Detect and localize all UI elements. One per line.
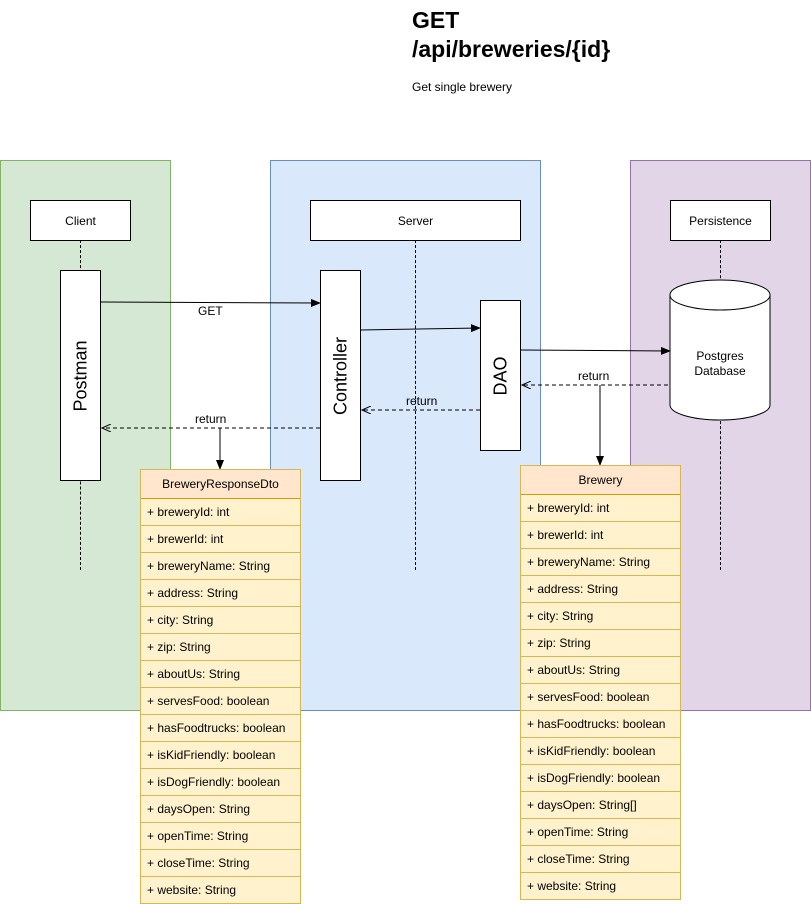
diagram-subtitle: Get single brewery bbox=[412, 80, 513, 94]
brewery-header: Brewery bbox=[521, 466, 680, 495]
dto-field-row: + breweryName: String bbox=[141, 553, 300, 580]
brewery-field-row: + openTime: String bbox=[521, 819, 680, 846]
brewery-class[interactable]: Brewery + breweryId: int+ brewerId: int+… bbox=[520, 465, 681, 900]
dto-field-row: + closeTime: String bbox=[141, 850, 300, 877]
dto-field-row: + website: String bbox=[147, 883, 237, 897]
brewery-response-dto-fields: + breweryId: int+ brewerId: int+ brewery… bbox=[141, 499, 300, 903]
get-label: GET bbox=[198, 304, 223, 318]
dto-field-row: + servesFood: boolean bbox=[141, 688, 300, 715]
brewery-response-dto-class[interactable]: BreweryResponseDto + breweryId: int+ bre… bbox=[140, 469, 301, 904]
title-method: GET bbox=[412, 7, 460, 33]
client-header[interactable]: Client bbox=[30, 200, 131, 241]
brewery-field-row: + hasFoodtrucks: boolean bbox=[521, 711, 680, 738]
dao-label: DAO bbox=[490, 355, 510, 396]
dto-field-row: + aboutUs: String bbox=[141, 661, 300, 688]
dto-field-row: + isDogFriendly: boolean bbox=[141, 769, 300, 796]
persistence-lifeline bbox=[720, 240, 721, 570]
brewery-field-row: + breweryName: String bbox=[521, 549, 680, 576]
dao-box[interactable]: DAO bbox=[480, 300, 521, 451]
brewery-field-row: + city: String bbox=[521, 603, 680, 630]
diagram-title: GET /api/breweries/{id} bbox=[412, 6, 792, 64]
brewery-field-row: + daysOpen: String[] bbox=[521, 792, 680, 819]
server-header[interactable]: Server bbox=[310, 200, 521, 241]
dto-field-row: + city: String bbox=[141, 607, 300, 634]
dto-field-row: + hasFoodtrucks: boolean bbox=[141, 715, 300, 742]
postman-label: Postman bbox=[70, 339, 90, 412]
brewery-field-row: + aboutUs: String bbox=[521, 657, 680, 684]
brewery-field-row: + closeTime: String bbox=[521, 846, 680, 873]
dto-field-row: + breweryId: int bbox=[141, 499, 300, 526]
brewery-field-row: + zip: String bbox=[521, 630, 680, 657]
postman-box[interactable]: Postman bbox=[60, 270, 101, 481]
brewery-field-row: + breweryId: int bbox=[521, 495, 680, 522]
dto-field-row: + openTime: String bbox=[141, 823, 300, 850]
dto-field-row: + isKidFriendly: boolean bbox=[141, 742, 300, 769]
return-client-label: return bbox=[195, 412, 227, 426]
dto-field-row: + brewerId: int bbox=[141, 526, 300, 553]
server-lifeline bbox=[415, 240, 416, 570]
title-path: /api/breweries/{id} bbox=[412, 36, 611, 62]
return-dao-label: return bbox=[406, 394, 438, 408]
return-db-label: return bbox=[578, 369, 610, 383]
brewery-field-row: + servesFood: boolean bbox=[521, 684, 680, 711]
brewery-field-row: + isDogFriendly: boolean bbox=[521, 765, 680, 792]
controller-label: Controller bbox=[330, 336, 350, 415]
brewery-response-dto-header: BreweryResponseDto bbox=[141, 470, 300, 499]
brewery-field-row: + isKidFriendly: boolean bbox=[521, 738, 680, 765]
dto-field-row: + daysOpen: String bbox=[141, 796, 300, 823]
dto-field-row: + zip: String bbox=[141, 634, 300, 661]
dto-field-row: + address: String bbox=[141, 580, 300, 607]
controller-box[interactable]: Controller bbox=[320, 270, 361, 481]
brewery-fields: + breweryId: int+ brewerId: int+ brewery… bbox=[521, 495, 680, 899]
brewery-field-row: + brewerId: int bbox=[521, 522, 680, 549]
database-label-line2: Database bbox=[694, 364, 746, 378]
brewery-field-row: + address: String bbox=[521, 576, 680, 603]
database-label: Postgres Database bbox=[670, 349, 770, 379]
database-label-line1: Postgres bbox=[696, 349, 744, 363]
persistence-header[interactable]: Persistence bbox=[670, 200, 771, 241]
brewery-field-row: + website: String bbox=[527, 879, 617, 893]
